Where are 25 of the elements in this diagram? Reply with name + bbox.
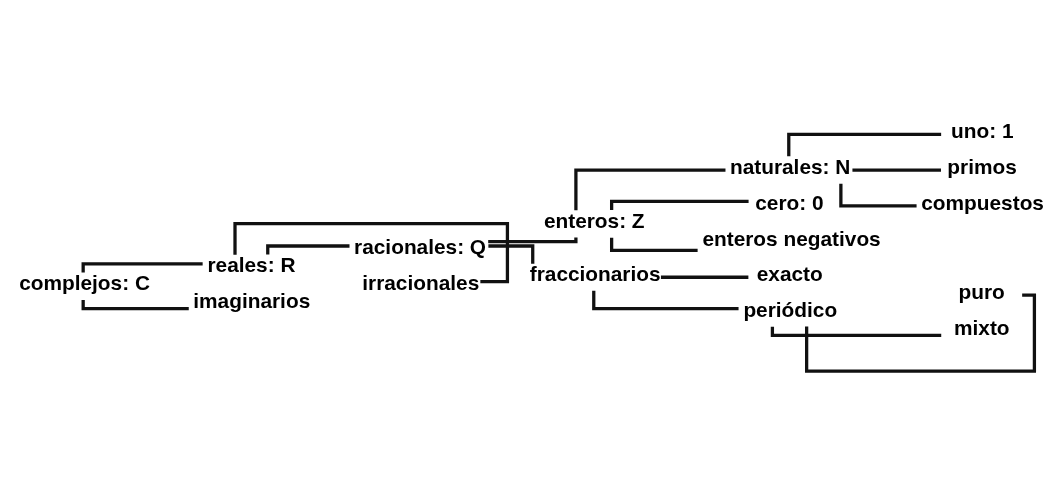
node-text: fraccionarios: [529, 262, 661, 286]
connector: [488, 244, 535, 264]
node-text: cero: 0: [755, 190, 824, 214]
connector: [488, 237, 578, 244]
node-text: periódico: [743, 298, 838, 322]
node-text: exacto: [756, 262, 823, 286]
node-text: irracionales: [362, 271, 480, 295]
connector: [852, 168, 941, 172]
node-text: primos: [947, 155, 1017, 179]
node-text: puro: [958, 280, 1005, 304]
node-text: imaginarios: [193, 289, 311, 313]
node-text: mixto: [954, 315, 1010, 339]
node-text: uno: 1: [951, 119, 1014, 143]
node-text: complejos: C: [19, 271, 150, 295]
connector: [839, 183, 917, 208]
node-text: compuestos: [921, 190, 1044, 214]
node-text: enteros negativos: [702, 226, 881, 250]
connector: [787, 132, 942, 157]
connector: [660, 275, 749, 279]
node-text: reales: R: [207, 253, 296, 277]
connector: [233, 222, 510, 284]
connector: [574, 168, 726, 211]
node-text: enteros: Z: [543, 208, 645, 232]
node-text: naturales: N: [729, 155, 851, 179]
node-text: racionales: Q: [354, 235, 487, 259]
